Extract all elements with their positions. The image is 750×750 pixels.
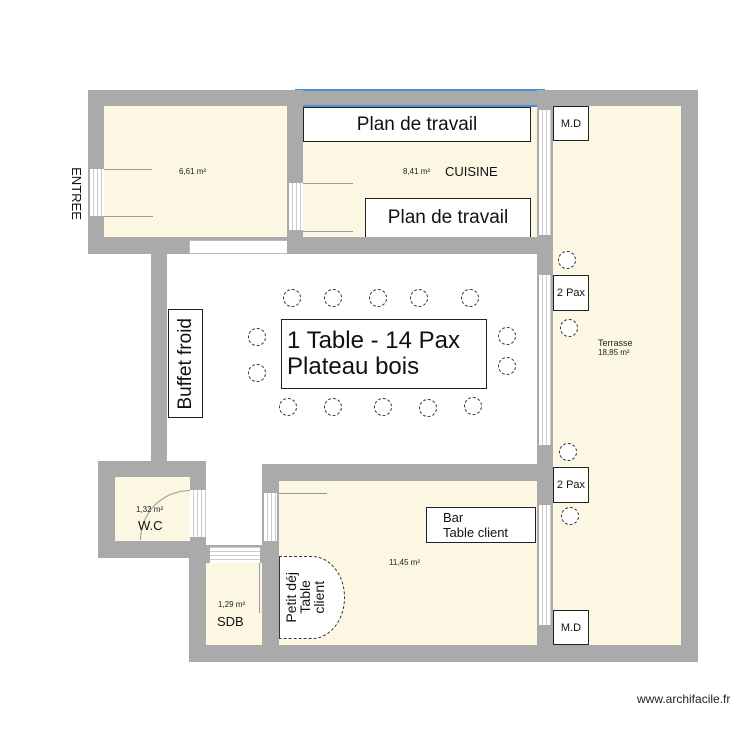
chair-bottom-3: [374, 398, 392, 416]
worktop-bottom-label: Plan de travail: [387, 207, 509, 228]
entry-door-swing: [104, 169, 152, 217]
bar-table: Bar Table client: [426, 507, 536, 543]
buffet-label: Buffet froid: [174, 317, 196, 410]
bar-label-line2: Table client: [443, 525, 509, 540]
chair-bottom-5: [464, 397, 482, 415]
wall-right-outer: [681, 90, 698, 662]
bar-label-line1: Bar: [443, 510, 464, 525]
opening-entry-hall: [189, 240, 289, 254]
entrance-label: ENTREE: [68, 167, 84, 220]
worktop-top-label: Plan de travail: [356, 113, 478, 135]
chair-terrasse-3: [559, 443, 577, 461]
sdb-door-swing: [210, 563, 260, 613]
wall-hall-left: [151, 254, 167, 461]
chair-right-2: [498, 357, 516, 375]
petit-dej-line3: client: [311, 581, 327, 614]
kitchen-terrasse-window[interactable]: [539, 110, 551, 235]
chair-terrasse-4: [561, 507, 579, 525]
chair-bottom-4: [419, 399, 437, 417]
room-kitchen-name: CUISINE: [445, 164, 498, 179]
entry-door-frame[interactable]: [90, 169, 104, 216]
chair-left-1: [248, 328, 266, 346]
entry-door-leaf: [104, 216, 153, 217]
hall-terrasse-window[interactable]: [539, 275, 551, 445]
window-top-blue: [295, 89, 545, 91]
room-wc-area: 1,32 m²: [136, 505, 164, 514]
room-sdb-name: SDB: [217, 614, 244, 629]
petit-dej-line1: Petit déj: [283, 572, 299, 623]
pax-bottom-label: 2 Pax: [556, 479, 586, 491]
md-bottom-label: M.D: [560, 621, 582, 634]
petit-dej-line2: Table: [297, 580, 313, 615]
bar-door-swing: [279, 493, 327, 541]
room-terrasse: [553, 106, 681, 645]
sdb-door-frame[interactable]: [210, 547, 260, 563]
main-table: 1 Table - 14 Pax Plateau bois: [281, 319, 487, 389]
chair-top-2: [324, 289, 342, 307]
chair-terrasse-1: [558, 251, 576, 269]
room-terrasse-name: Terrasse: [598, 338, 633, 348]
bar-door-frame[interactable]: [264, 493, 277, 541]
wall-entry-bottom: [88, 237, 554, 254]
watermark[interactable]: www.archifacile.fr: [637, 692, 731, 706]
room-sdb-area: 1,29 m²: [218, 600, 246, 609]
wall-hall-bottom: [262, 464, 553, 481]
wall-top: [88, 90, 698, 106]
kitchen-door-leaf: [303, 231, 353, 232]
room-terrasse-area: 18,85 m²: [598, 348, 630, 357]
chair-left-2: [248, 364, 266, 382]
kitchen-door-swing: [303, 183, 353, 233]
md-top: M.D: [553, 106, 589, 141]
petit-dej-table: Petit déj Table client: [279, 556, 345, 639]
chair-top-4: [410, 289, 428, 307]
chair-top-1: [283, 289, 301, 307]
bar-terrasse-window[interactable]: [539, 505, 551, 625]
worktop-bottom: Plan de travail: [365, 198, 531, 237]
chair-terrasse-2: [560, 319, 578, 337]
chair-bottom-1: [279, 398, 297, 416]
md-top-label: M.D: [560, 117, 582, 130]
wc-door-frame[interactable]: [190, 490, 206, 537]
wall-bottom: [189, 645, 698, 662]
window-top-blue-inner: [303, 105, 543, 107]
md-bottom: M.D: [553, 610, 589, 645]
buffet-froid: Buffet froid: [168, 309, 203, 418]
pax-top-label: 2 Pax: [556, 287, 586, 299]
main-table-line1: 1 Table - 14 Pax: [287, 327, 461, 354]
room-wc-name: W.C: [138, 518, 163, 533]
room-kitchen-area: 8,41 m²: [403, 167, 431, 176]
chair-bottom-2: [324, 398, 342, 416]
chair-right-1: [498, 327, 516, 345]
pax-table-bottom: 2 Pax: [553, 467, 589, 503]
chair-top-3: [369, 289, 387, 307]
worktop-top: Plan de travail: [303, 107, 531, 142]
chair-top-5: [461, 289, 479, 307]
pax-table-top: 2 Pax: [553, 275, 589, 311]
main-table-line2: Plateau bois: [287, 353, 420, 380]
room-bar-area: 11,45 m²: [389, 558, 420, 567]
room-entry-area: 6,61 m²: [179, 167, 207, 176]
kitchen-door-frame[interactable]: [289, 183, 303, 230]
